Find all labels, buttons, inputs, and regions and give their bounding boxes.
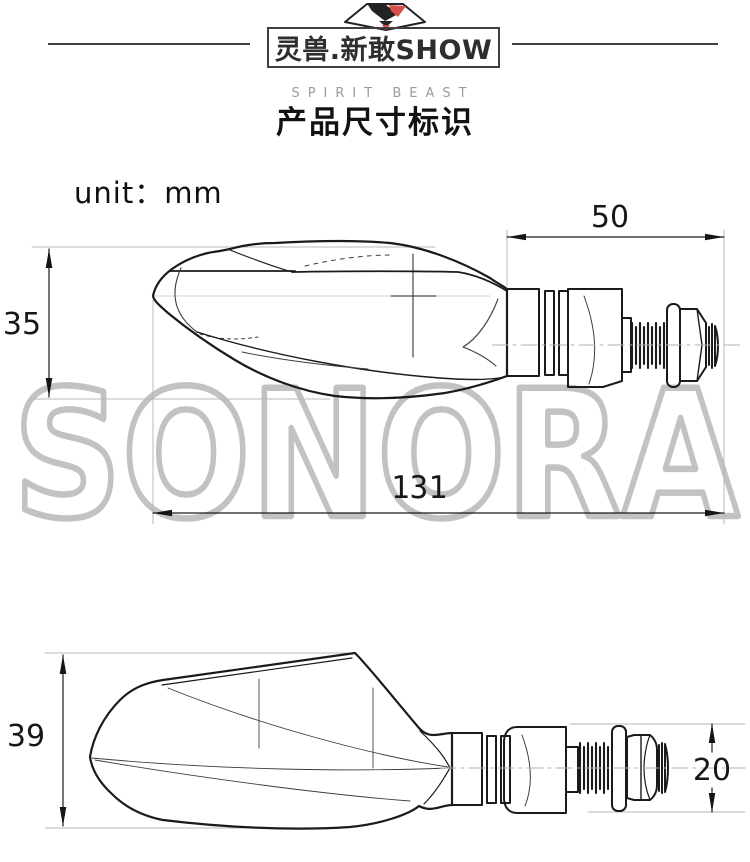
dim-20-label: 20 bbox=[693, 753, 731, 788]
top-view-body-outline bbox=[88, 651, 454, 830]
dim-131-label: 131 bbox=[391, 470, 447, 506]
bolt-thread-end bbox=[708, 323, 719, 369]
top-view-stem bbox=[439, 725, 746, 814]
dim-35-label: 35 bbox=[3, 307, 41, 342]
brand-title-box: 灵兽.新敢SHOW bbox=[267, 27, 500, 68]
header-rule-left bbox=[48, 43, 250, 45]
side-view-stem bbox=[491, 288, 746, 388]
brand-title: 灵兽.新敢SHOW bbox=[274, 35, 493, 66]
unit-label: unit：mm bbox=[74, 176, 223, 210]
header-rule-right bbox=[512, 43, 718, 45]
beast-diamond-logo-icon bbox=[341, 0, 429, 32]
top-view-drawing: 39 20 bbox=[7, 651, 746, 830]
side-view-drawing: 35 50 131 bbox=[3, 200, 746, 525]
washer-ring bbox=[544, 290, 555, 376]
bolt-flange bbox=[565, 746, 579, 793]
side-view-crosshair bbox=[390, 253, 437, 358]
top-view-extension-lines bbox=[44, 652, 746, 829]
brand-subtitle: SPIRIT BEAST bbox=[291, 86, 475, 101]
washer-ring bbox=[486, 735, 497, 804]
dim-50-label: 50 bbox=[591, 200, 629, 235]
top-view-dimensions bbox=[59, 654, 716, 827]
side-view-dimensions bbox=[45, 233, 725, 517]
side-view-body-outline bbox=[151, 240, 509, 400]
side-view-seam-lines bbox=[169, 249, 508, 381]
top-view-seam-lines bbox=[91, 657, 451, 805]
dim-39-label: 39 bbox=[7, 719, 45, 754]
page-title: 产品尺寸标识 bbox=[276, 105, 474, 141]
watermark-text: SONORA bbox=[13, 353, 739, 558]
washer-ring bbox=[500, 735, 511, 804]
